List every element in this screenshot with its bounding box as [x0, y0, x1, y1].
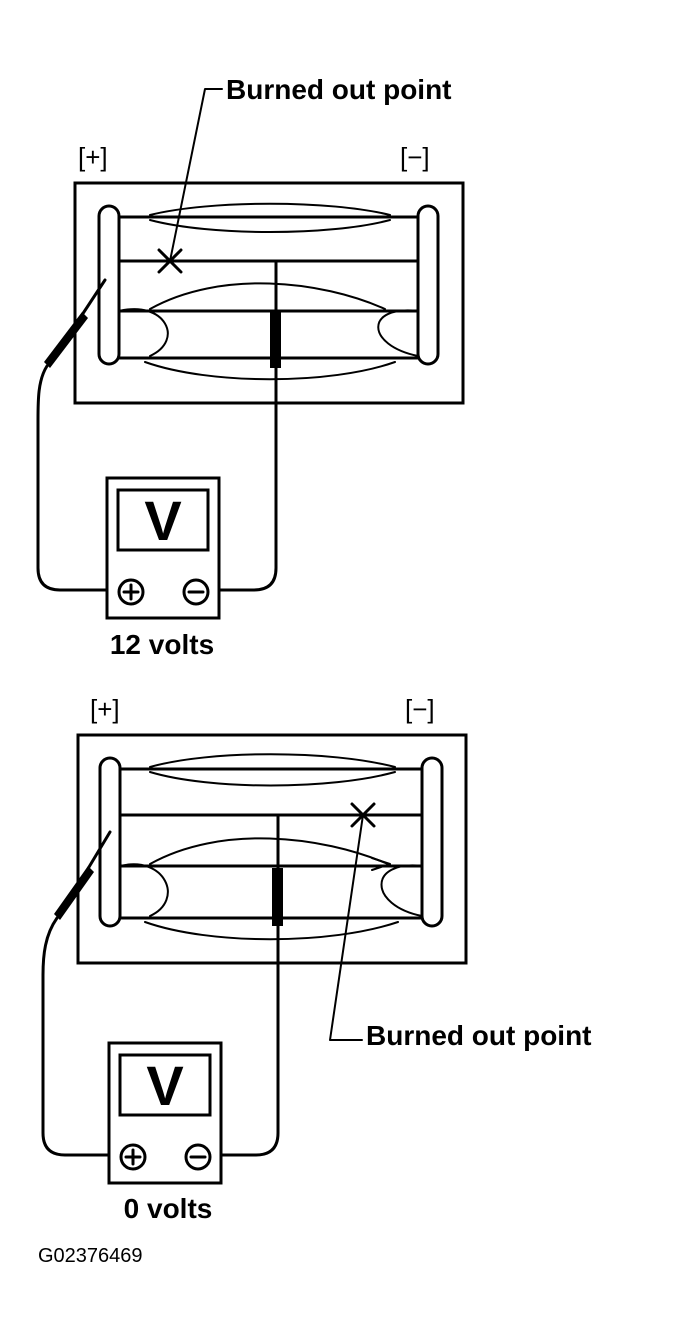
bottom-test-panel: [+] [−] Burned out point: [41, 694, 592, 1224]
bottom-annotation-leader: [329, 814, 364, 1041]
top-test-panel: [+] [−] Burned out point: [36, 74, 465, 660]
top-glass-frame: [73, 181, 465, 405]
bottom-negative-probe: [272, 813, 283, 962]
top-negative-terminal-label: [−]: [400, 142, 430, 172]
bottom-annotation-label: Burned out point: [366, 1020, 592, 1051]
top-heater-grid: [117, 202, 420, 381]
bottom-voltmeter-symbol: V: [146, 1054, 183, 1117]
top-negative-probe: [270, 259, 281, 402]
top-right-bus-bar: [416, 204, 440, 366]
top-plus-terminal-icon: [117, 578, 145, 606]
bottom-right-bus-bar: [420, 756, 444, 928]
top-voltmeter-symbol: V: [144, 489, 181, 552]
top-positive-probe: [44, 278, 107, 368]
top-voltmeter-display: [116, 488, 210, 552]
bottom-voltage-reading: 0 volts: [124, 1193, 213, 1224]
bottom-negative-lead-wire: [218, 958, 280, 1157]
top-annotation-leader: [169, 88, 223, 262]
bottom-voltmeter: V: [107, 1041, 223, 1185]
bottom-positive-probe: [54, 830, 112, 920]
top-voltage-reading: 12 volts: [110, 629, 214, 660]
bottom-left-bus-bar: [98, 756, 122, 928]
bottom-plus-terminal-icon: [119, 1143, 147, 1171]
top-annotation-label: Burned out point: [226, 74, 452, 105]
bottom-voltmeter-display: [118, 1053, 212, 1117]
figure-code: G02376469: [38, 1245, 143, 1267]
bottom-heater-grid: [118, 753, 424, 941]
bottom-negative-terminal-label: [−]: [405, 694, 435, 724]
bottom-positive-lead-wire: [41, 916, 112, 1157]
top-left-bus-bar: [97, 204, 121, 366]
bottom-minus-terminal-icon: [184, 1143, 212, 1171]
top-positive-lead-wire: [36, 364, 110, 592]
top-positive-terminal-label: [+]: [78, 142, 108, 172]
top-minus-terminal-icon: [182, 578, 210, 606]
top-voltmeter: V: [105, 476, 221, 620]
top-negative-lead-wire: [216, 398, 278, 592]
bottom-positive-terminal-label: [+]: [90, 694, 120, 724]
